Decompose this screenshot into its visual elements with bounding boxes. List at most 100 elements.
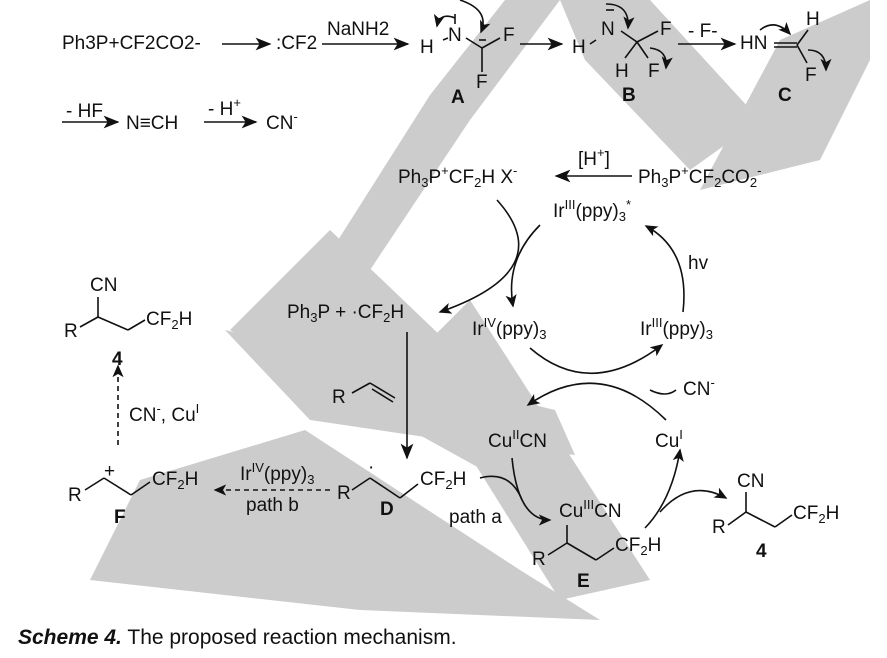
arrow-cui-to-cuii <box>526 382 667 421</box>
caption-text: The proposed reaction mechanism. <box>121 626 457 649</box>
ylide-reagent: Ph3P+CF2CO2- <box>62 33 201 54</box>
ir-excited: IrIII(ppy)3* <box>553 197 632 224</box>
label-B: B <box>622 85 636 106</box>
bond <box>620 30 638 43</box>
watermark-right-wedge <box>700 0 870 190</box>
cyanide-in: CN- <box>683 375 715 400</box>
atom-F: F <box>503 25 515 46</box>
atom-R: R <box>532 549 546 570</box>
curved-arrow <box>605 3 635 30</box>
radical-pair: Ph3P + ·CF2H <box>287 302 405 325</box>
curved-arrow <box>459 0 491 34</box>
phosphonium-salt: Ph3P+CF2H X- <box>398 163 518 190</box>
figure-caption: Scheme 4. The proposed reaction mechanis… <box>18 626 457 650</box>
bond <box>351 382 371 394</box>
product-cn: CN <box>737 471 765 492</box>
oxidant-label: IrIV(ppy)3 <box>240 460 315 487</box>
bond <box>624 41 638 59</box>
cyanide: CN- <box>266 109 298 134</box>
bond <box>481 37 501 49</box>
bond <box>727 511 747 526</box>
label-E: E <box>577 571 590 592</box>
atom-R: R <box>64 321 78 342</box>
bond <box>547 542 568 556</box>
curved-arrow <box>433 13 456 28</box>
hv-label: hv <box>688 253 709 274</box>
atom-F: F <box>476 72 488 93</box>
loss-H-label: - H+ <box>208 95 241 120</box>
arrow-E-to-product <box>659 487 728 513</box>
bond <box>371 388 394 403</box>
bond <box>399 483 419 499</box>
arrow-iriv-to-iriii <box>529 344 664 375</box>
label-C: C <box>778 85 792 106</box>
atom-R: R <box>332 387 346 408</box>
label-D: D <box>380 499 394 520</box>
product-cf2h: CF2H <box>793 503 840 526</box>
atom-R: R <box>337 483 351 504</box>
atom-F: F <box>660 19 672 40</box>
watermark-lower-right <box>410 300 650 600</box>
cu-i: CuI <box>655 427 683 452</box>
curved-arrow <box>649 47 673 70</box>
cation-plus: + <box>104 461 116 482</box>
path-b-label: path b <box>246 495 299 516</box>
cu-ii-cn: CuIICN <box>488 427 547 452</box>
protonation-label: [H+] <box>578 145 610 170</box>
ir-iii: IrIII(ppy)3 <box>640 315 713 342</box>
ylide: Ph3P+CF2CO2- <box>638 163 762 190</box>
bond <box>442 37 449 41</box>
curved-arrow <box>807 49 832 72</box>
arrow-D-to-E <box>479 475 523 501</box>
bond <box>369 382 396 399</box>
carbene: :CF2 <box>276 33 318 54</box>
bond <box>566 542 597 561</box>
bond <box>595 547 615 561</box>
arrow-cn-in <box>649 389 677 395</box>
ir-iv: IrIV(ppy)3 <box>472 315 547 342</box>
atom-N: N <box>448 25 462 46</box>
bond <box>796 29 809 46</box>
curved-arrow <box>759 22 792 36</box>
arrow-cuii-to-E <box>511 457 552 526</box>
bond <box>589 39 597 45</box>
bond <box>774 514 793 528</box>
loss-HF-label: - HF <box>66 101 103 122</box>
bond <box>745 511 776 528</box>
atom-R: R <box>68 485 82 506</box>
bond <box>97 316 129 331</box>
E-cf2h: CF2H <box>615 535 662 558</box>
F-cf2h: CF2H <box>152 469 199 492</box>
D-cf2h: CF2H <box>420 469 467 492</box>
radical-dot: · <box>368 457 375 478</box>
label-4-left: 4 <box>112 349 123 370</box>
watermark-upper-band <box>560 0 760 170</box>
atom-F: F <box>648 61 660 82</box>
bond <box>351 477 371 491</box>
bond <box>127 319 146 331</box>
label-F: F <box>114 507 126 528</box>
hcn: N≡CH <box>126 113 179 134</box>
atom-N: N <box>601 19 615 40</box>
bond <box>103 477 132 496</box>
atom-F: F <box>805 65 817 86</box>
bond <box>79 316 99 328</box>
loss-F-label: - F- <box>688 21 718 42</box>
bond <box>636 30 659 43</box>
atom-HN: HN <box>740 33 768 54</box>
atom-H: H <box>572 37 586 58</box>
bond <box>130 481 151 496</box>
atom-H: H <box>806 9 820 30</box>
arrow-salt-to-radical <box>438 199 520 314</box>
arrow-irexc-to-iriv <box>505 224 541 308</box>
watermark-left-stroke <box>300 0 560 330</box>
arrow-hv <box>644 225 685 313</box>
product-cf2h: CF2H <box>146 309 193 332</box>
nanh2-label: NaNH2 <box>327 19 390 40</box>
bond <box>796 44 808 64</box>
product-cn: CN <box>90 275 118 296</box>
label-A: A <box>451 87 465 108</box>
bond <box>465 37 483 49</box>
bond <box>369 477 401 499</box>
